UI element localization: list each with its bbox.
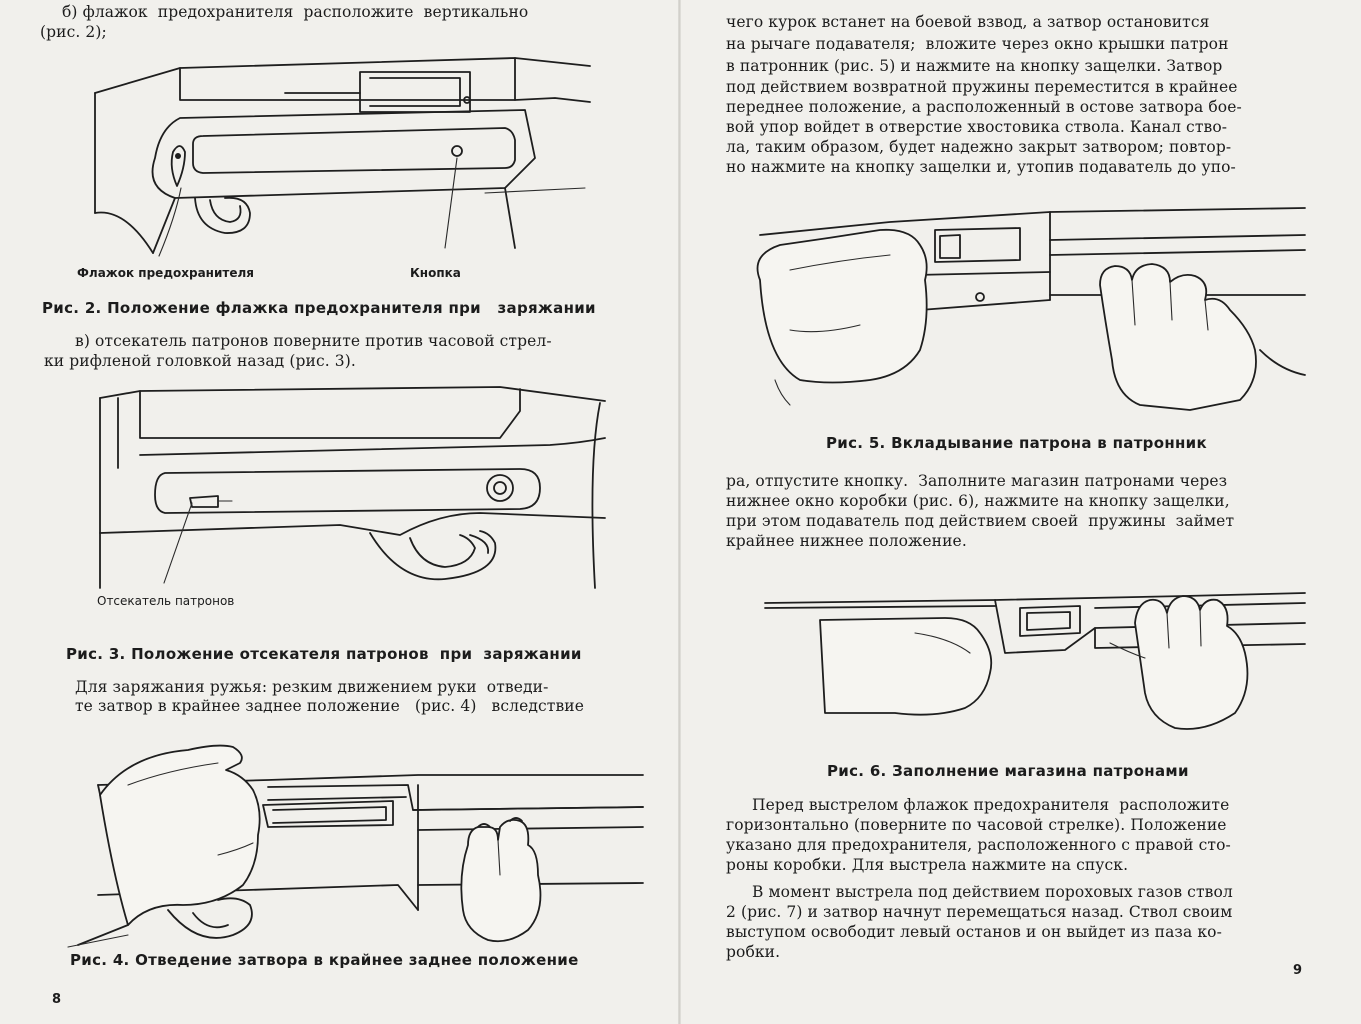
label-cartridge-cutoff: Отсекатель патронов (97, 594, 235, 608)
figure-3-receiver-drawing (100, 383, 605, 588)
text-line: ра, отпустите кнопку. Заполните магазин … (726, 472, 1228, 490)
page-number-right: 9 (1293, 963, 1303, 978)
label-safety-flag: Флажок предохранителя (77, 266, 254, 280)
figure-3-caption: Рис. 3. Положение отсекателя патронов пр… (66, 645, 582, 663)
figure-5-caption: Рис. 5. Вкладывание патрона в патронник (826, 434, 1207, 452)
text-line: на рычаге подавателя; вложите через окно… (726, 35, 1229, 53)
figure-2-receiver-drawing (85, 48, 590, 268)
text-line: робки. (726, 943, 781, 961)
text-line: роны коробки. Для выстрела нажмите на сп… (726, 856, 1129, 874)
text-line: В момент выстрела под действием пороховы… (752, 883, 1233, 901)
figure-4-caption: Рис. 4. Отведение затвора в крайнее задн… (70, 951, 579, 969)
figure-6-filling-magazine (765, 578, 1305, 733)
text-line: ла, таким образом, будет надежно закрыт … (726, 138, 1232, 156)
text-line: но нажмите на кнопку защелки и, утопив п… (726, 158, 1236, 176)
text-line: чего курок встанет на боевой взвод, а за… (726, 13, 1210, 31)
text-line: Перед выстрелом флажок предохранителя ра… (752, 796, 1230, 814)
page-number-left: 8 (52, 992, 62, 1007)
text-line: под действием возвратной пружины перемес… (726, 78, 1238, 96)
figure-6-caption: Рис. 6. Заполнение магазина патронами (827, 762, 1189, 780)
figure-4-hand-pulling-bolt (68, 735, 643, 947)
book-fold (678, 0, 681, 1024)
label-button: Кнопка (410, 266, 461, 280)
text-line: те затвор в крайнее заднее положение (ри… (75, 697, 585, 715)
text-line: 2 (рис. 7) и затвор начнут перемещаться … (726, 903, 1233, 921)
text-line: в патронник (рис. 5) и нажмите на кнопку… (726, 57, 1223, 75)
right-page: чего курок встанет на боевой взвод, а за… (680, 0, 1361, 1024)
text-line: выступом освободит левый останов и он вы… (726, 923, 1222, 941)
text-line: крайнее нижнее положение. (726, 532, 967, 550)
text-line: нижнее окно коробки (рис. 6), нажмите на… (726, 492, 1230, 510)
text-line: указано для предохранителя, расположенно… (726, 836, 1231, 854)
text-line: (рис. 2); (40, 23, 107, 41)
text-line: переднее положение, а расположенный в ос… (726, 98, 1242, 116)
text-line: Для заряжания ружья: резким движением ру… (75, 678, 549, 696)
text-line: при этом подаватель под действием своей … (726, 512, 1235, 530)
figure-2-caption: Рис. 2. Положение флажка предохранителя … (42, 299, 596, 317)
text-line: горизонтально (поверните по часовой стре… (726, 816, 1227, 834)
figure-5-loading-chamber (720, 200, 1305, 410)
left-page: б) флажок предохранителя расположите вер… (0, 0, 680, 1024)
text-line: ки рифленой головкой назад (рис. 3). (44, 352, 356, 370)
text-line: в) отсекатель патронов поверните против … (75, 332, 552, 350)
text-line: б) флажок предохранителя расположите вер… (62, 3, 529, 21)
text-line: вой упор войдет в отверстие хвостовика с… (726, 118, 1228, 136)
